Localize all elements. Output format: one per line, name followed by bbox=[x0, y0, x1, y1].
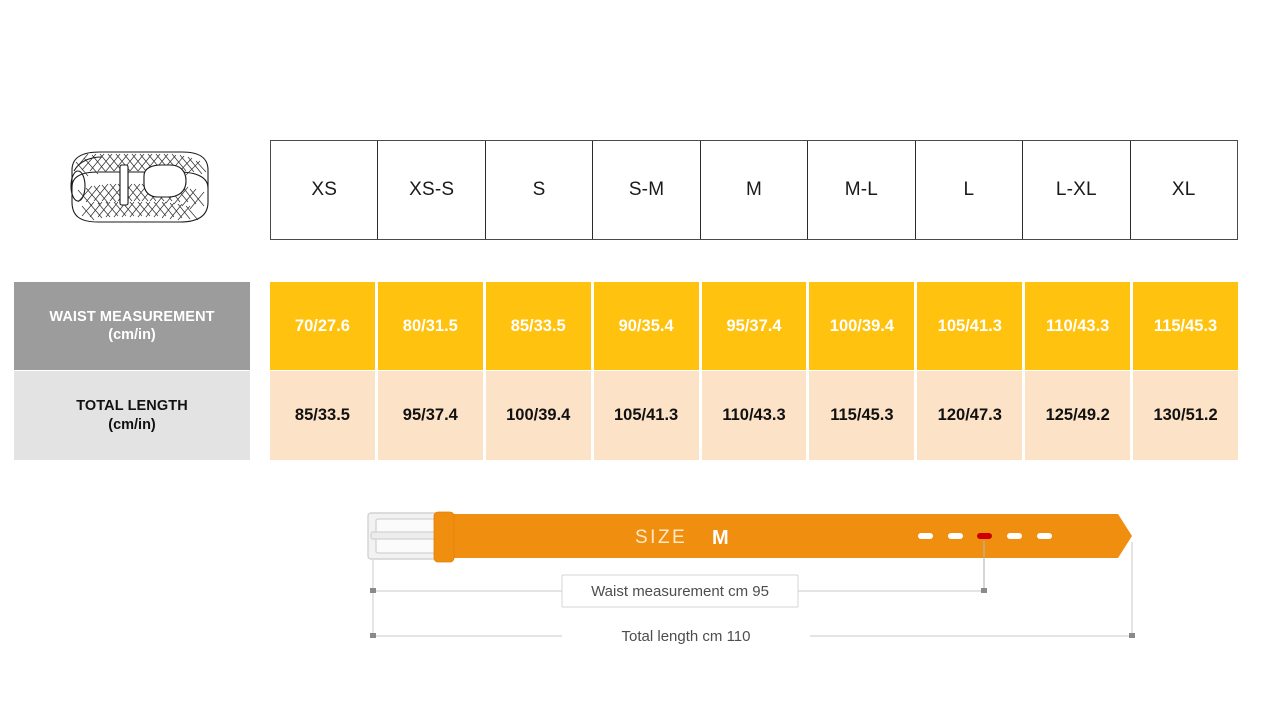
belt-hole-5 bbox=[1037, 533, 1052, 539]
waist-value-l-xl: 110/43.3 bbox=[1025, 282, 1134, 370]
waist-value-m-l: 100/39.4 bbox=[809, 282, 918, 370]
row-label-total-length: TOTAL LENGTH (cm/in) bbox=[14, 371, 250, 460]
value-row-total-length: 85/33.5 95/37.4 100/39.4 105/41.3 110/43… bbox=[270, 371, 1239, 460]
size-header-cell-l-xl: L-XL bbox=[1023, 141, 1131, 239]
total-value-xs: 85/33.5 bbox=[270, 371, 378, 460]
waist-value-m: 95/37.4 bbox=[701, 282, 810, 370]
size-header-cell-s-m: S-M bbox=[593, 141, 701, 239]
waist-value-s: 85/33.5 bbox=[485, 282, 594, 370]
row-label-waist-measurement: WAIST MEASUREMENT (cm/in) bbox=[14, 282, 250, 370]
total-value-l: 120/47.3 bbox=[917, 371, 1026, 460]
value-row-waist-measurement: 70/27.6 80/31.5 85/33.5 90/35.4 95/37.4 … bbox=[270, 282, 1239, 370]
belt-holes-group bbox=[918, 533, 1052, 539]
belt-strap-shape bbox=[432, 514, 1132, 558]
total-value-m: 110/43.3 bbox=[701, 371, 810, 460]
belt-size-value-label: M bbox=[712, 527, 729, 549]
total-length-dimension-label: Total length cm 110 bbox=[622, 628, 751, 645]
total-value-l-xl: 125/49.2 bbox=[1025, 371, 1134, 460]
belt-buckle-icon bbox=[367, 512, 445, 560]
waist-value-xs: 70/27.6 bbox=[270, 282, 378, 370]
row-label-total-line1: TOTAL LENGTH bbox=[76, 398, 188, 415]
size-header-table: XS XS-S S S-M M M-L L L-XL XL bbox=[270, 140, 1238, 240]
row-label-total-line2: (cm/in) bbox=[108, 416, 156, 433]
total-value-s-m: 105/41.3 bbox=[593, 371, 702, 460]
braided-belt-illustration-icon bbox=[58, 140, 218, 235]
waist-dimension-label: Waist measurement cm 95 bbox=[591, 583, 769, 600]
size-header-cell-m-l: M-L bbox=[808, 141, 916, 239]
waist-value-xs-s: 80/31.5 bbox=[377, 282, 486, 370]
total-length-dimension: Total length cm 110 bbox=[370, 622, 1135, 650]
size-header-cell-xl: XL bbox=[1130, 141, 1237, 239]
belt-hole-1 bbox=[918, 533, 933, 539]
belt-hole-4 bbox=[1007, 533, 1022, 539]
size-header-cell-xs: XS bbox=[271, 141, 379, 239]
size-header-cell-l: L bbox=[915, 141, 1024, 239]
belt-measurement-diagram: SIZE M Waist measurement cm 95 bbox=[340, 492, 1170, 662]
belt-size-prefix-label: SIZE bbox=[635, 527, 687, 548]
total-value-s: 100/39.4 bbox=[485, 371, 594, 460]
belt-hole-2 bbox=[948, 533, 963, 539]
row-label-waist-line2: (cm/in) bbox=[108, 327, 156, 343]
total-value-xs-s: 95/37.4 bbox=[377, 371, 486, 460]
size-header-cell-xs-s: XS-S bbox=[378, 141, 486, 239]
waist-value-s-m: 90/35.4 bbox=[593, 282, 702, 370]
total-value-m-l: 115/45.3 bbox=[809, 371, 918, 460]
waist-dimension-label-box bbox=[561, 574, 799, 608]
waist-value-l: 105/41.3 bbox=[917, 282, 1026, 370]
total-value-xl: 130/51.2 bbox=[1133, 371, 1239, 460]
belt-keeper-loop bbox=[433, 511, 455, 563]
belt-hole-active bbox=[977, 533, 992, 539]
row-label-waist-line1: WAIST MEASUREMENT bbox=[49, 308, 215, 325]
waist-value-xl: 115/45.3 bbox=[1133, 282, 1239, 370]
waist-dimension: Waist measurement cm 95 bbox=[370, 574, 987, 608]
size-header-cell-m: M bbox=[700, 141, 809, 239]
size-header-cell-s: S bbox=[485, 141, 594, 239]
